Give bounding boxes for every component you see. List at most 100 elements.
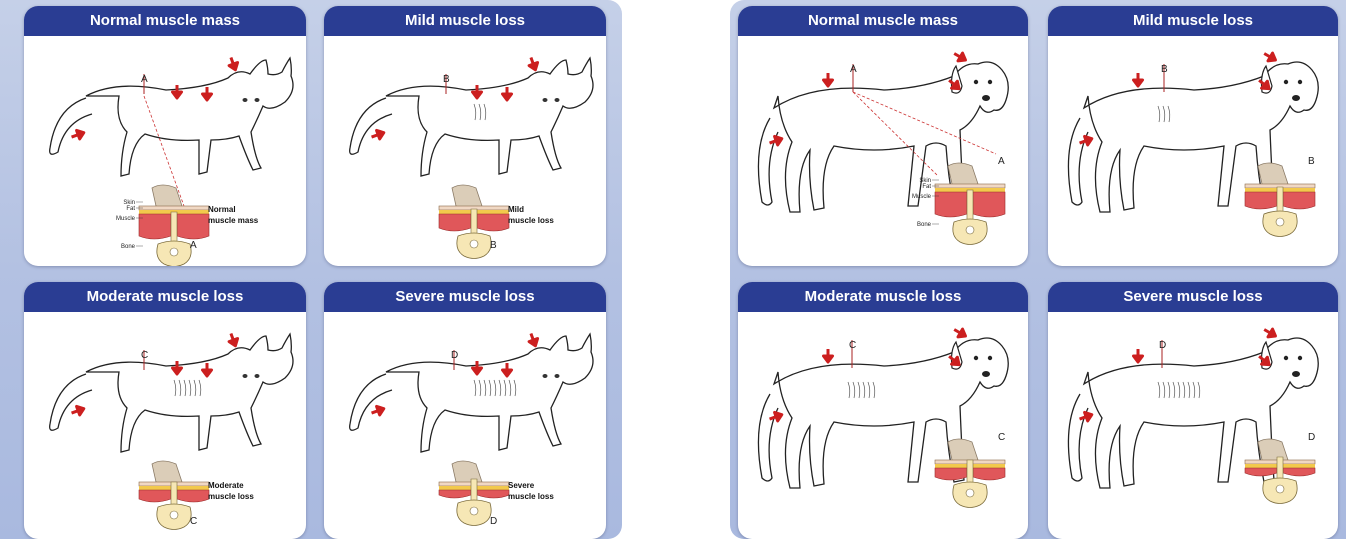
- cat-body: [386, 58, 593, 176]
- finger: [948, 439, 978, 463]
- spinous-process: [1277, 457, 1283, 481]
- section-letter: A: [190, 240, 197, 251]
- cat-eye-right: [555, 98, 560, 102]
- cat-eye-left: [243, 98, 248, 102]
- marker-letter: B: [443, 74, 450, 85]
- spine-cross-section: [935, 439, 1005, 508]
- dog-illustration: BB: [1048, 36, 1338, 266]
- cat-card-mild: Mild muscle loss BMildmuscle lossB: [324, 6, 606, 266]
- dog-illustration: DD: [1048, 312, 1338, 539]
- dog-eye-right: [1298, 356, 1302, 360]
- cat-illustration: ASkinFatMuscleBoneNormalmuscle massA: [24, 36, 306, 266]
- dog-eye-right: [988, 80, 992, 84]
- card-title: Severe muscle loss: [1048, 282, 1338, 312]
- finger: [948, 163, 978, 187]
- layer-label: Bone: [917, 222, 932, 228]
- section-letter: D: [490, 516, 497, 527]
- marker-letter: D: [451, 350, 458, 361]
- spine-cross-section: SkinFatMuscleBone: [116, 185, 209, 266]
- spinal-canal: [170, 248, 178, 256]
- section-letter: B: [1308, 156, 1315, 167]
- spinal-canal: [966, 226, 974, 234]
- spinous-process: [967, 460, 973, 485]
- red-arrow: [527, 56, 540, 71]
- section-letter: C: [190, 516, 197, 527]
- spinous-process: [471, 479, 477, 503]
- marker-letter: A: [141, 74, 148, 85]
- red-arrow: [824, 349, 833, 362]
- caption-line-2: muscle mass: [208, 216, 259, 225]
- caption-line-1: Severe: [508, 481, 535, 490]
- finger: [452, 185, 482, 209]
- red-arrow: [1134, 349, 1143, 362]
- spinal-canal: [1276, 485, 1284, 493]
- muscle-right: [1283, 192, 1315, 209]
- spinal-canal: [966, 489, 974, 497]
- finger: [152, 185, 182, 209]
- cat-body: [386, 334, 593, 452]
- spinal-canal: [170, 511, 178, 519]
- card-title: Mild muscle loss: [1048, 6, 1338, 36]
- dog-eye-left: [974, 356, 978, 360]
- marker-letter: D: [1159, 340, 1166, 351]
- layer-label: Fat: [126, 206, 135, 212]
- marker-letter: C: [849, 340, 856, 351]
- red-arrow: [1262, 50, 1278, 64]
- muscle-right: [177, 490, 209, 502]
- section-letter: C: [998, 432, 1005, 443]
- caption-line-2: muscle loss: [508, 216, 554, 225]
- finger: [452, 461, 482, 485]
- dog-illustration: ASkinFatMuscleBoneA: [738, 36, 1028, 266]
- red-arrow: [473, 85, 482, 98]
- spine-cross-section: [139, 461, 209, 530]
- cat-eye-right: [555, 374, 560, 378]
- caption-line-2: muscle loss: [208, 492, 254, 501]
- spine-cross-section: [439, 461, 509, 526]
- finger: [152, 461, 182, 485]
- cat-tail: [50, 98, 92, 154]
- card-title: Normal muscle mass: [24, 6, 306, 36]
- red-arrow: [70, 128, 85, 141]
- caption-line-1: Moderate: [208, 481, 244, 490]
- red-arrow: [527, 332, 540, 347]
- muscle-left: [1245, 192, 1277, 209]
- spinal-canal: [470, 240, 478, 248]
- spinous-process: [1277, 187, 1283, 214]
- card-title: Severe muscle loss: [324, 282, 606, 312]
- marker-letter: A: [850, 64, 857, 75]
- cat-eye-right: [255, 98, 260, 102]
- muscle-left: [139, 490, 171, 502]
- spinous-process: [171, 482, 177, 507]
- dog-tail: [1068, 394, 1088, 481]
- muscle-right: [177, 214, 209, 239]
- dog-illustration: CC: [738, 312, 1028, 539]
- red-arrow: [952, 50, 968, 64]
- dog-eye-right: [1298, 80, 1302, 84]
- cat-eye-left: [543, 374, 548, 378]
- red-arrow: [370, 128, 385, 141]
- red-arrow: [173, 361, 182, 374]
- cat-tail: [50, 374, 92, 430]
- dog-tail: [758, 118, 778, 205]
- section-letter: B: [490, 240, 497, 251]
- red-arrow: [1262, 326, 1278, 340]
- section-letter: D: [1308, 432, 1315, 443]
- caption-line-2: muscle loss: [508, 492, 554, 501]
- muscle-right: [477, 214, 509, 231]
- spine-cross-section: [1245, 439, 1315, 504]
- dog-tail: [1068, 118, 1088, 205]
- cat-illustration: DSeveremuscle lossD: [324, 312, 606, 539]
- red-arrow: [227, 332, 240, 347]
- marker-letter: C: [141, 350, 148, 361]
- muscle-right: [477, 490, 509, 498]
- spinous-process: [967, 190, 973, 222]
- layer-label: Bone: [121, 244, 136, 250]
- spinal-canal: [470, 507, 478, 515]
- layer-label: Muscle: [912, 194, 932, 200]
